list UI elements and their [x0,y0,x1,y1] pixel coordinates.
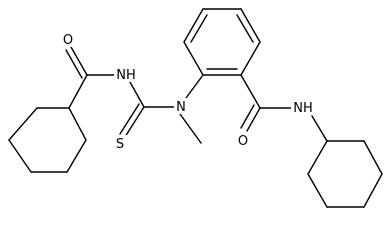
atom-label-nh1: NH [114,66,138,83]
atom-label-s: S [113,135,127,152]
thiocarbonyl-double-bond-b [119,103,140,135]
left-cyclohexane-ring [8,107,87,173]
svg-text:O: O [238,134,248,149]
nh-to-thiocarbonyl-bond [129,81,145,108]
atom-label-o2: O [236,132,250,149]
molecule-structure-diagram: O NH N S O NH [8,8,383,208]
benzene-ring [183,8,261,76]
svg-text:NH: NH [116,68,136,83]
atom-label-o1: O [61,31,75,48]
thiocarbonyl-double-bond-a [124,106,145,138]
svg-text:NH: NH [293,101,313,116]
right-cyclohexane-ring [307,140,383,208]
n-to-benzene-bond [185,74,204,99]
carbonyl-double-bond-b [65,49,83,79]
ring-to-carbonyl-bond [68,74,88,109]
carbonyl-double-bond-a [70,46,88,76]
svg-text:S: S [116,137,124,152]
nh-to-cyclohexyl-bond [311,115,328,142]
benzene-to-amide-carbonyl-bond [240,74,261,109]
atom-label-nh2: NH [291,99,315,116]
amide-carbonyl-double-bond-a [246,107,261,132]
n-methyl-bond [179,113,202,144]
svg-text:O: O [63,33,73,48]
atom-label-n-methyl: N [174,98,188,115]
svg-text:N: N [176,100,186,115]
amide-carbonyl-double-bond-b [240,104,255,129]
